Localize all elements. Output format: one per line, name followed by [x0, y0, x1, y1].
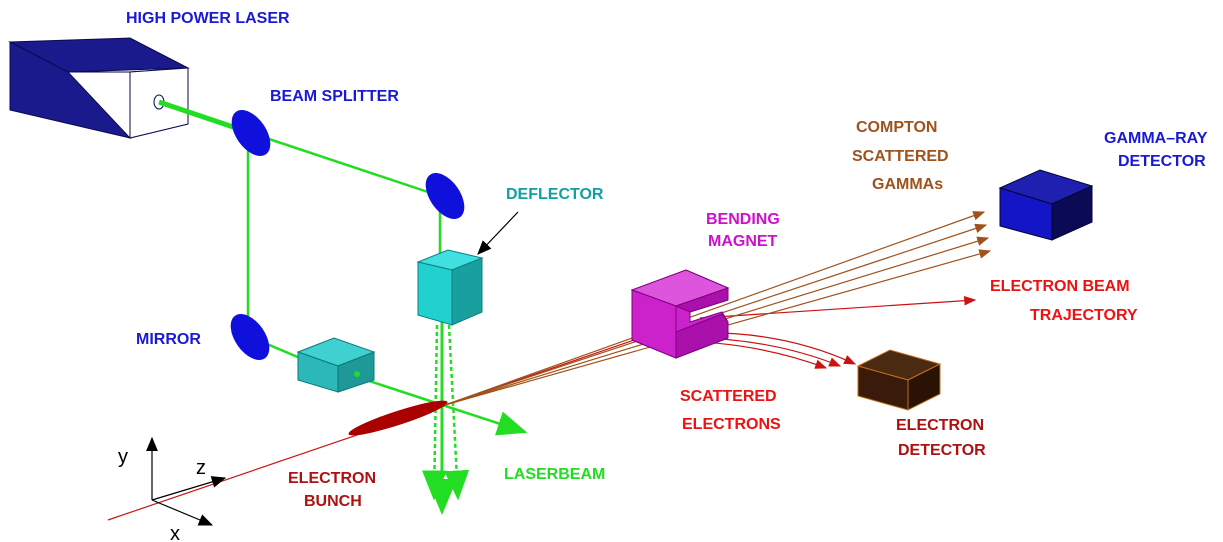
label-axis-x: x [170, 523, 180, 542]
telescope-box [296, 337, 376, 393]
label-electron-bunch-line1: ELECTRON [288, 470, 376, 487]
label-beam-splitter: BEAM SPLITTER [270, 88, 399, 105]
beam-splitter-optic [231, 110, 271, 156]
label-axis-y: y [118, 446, 128, 468]
label-electron-bunch-line2: BUNCH [304, 493, 362, 510]
label-compton-line2: SCATTERED [852, 148, 949, 165]
label-bending-magnet-line2: MAGNET [708, 233, 778, 250]
label-laserbeam: LASERBEAM [504, 466, 605, 483]
top-right-mirror [425, 173, 465, 219]
label-electron-detector-line1: ELECTRON [896, 417, 984, 434]
label-high-power-laser: HIGH POWER LASER [126, 10, 290, 27]
deflector-pointer-arrow [477, 211, 519, 255]
deflector-cube [416, 249, 484, 326]
mirror-optic [230, 314, 270, 360]
electron-detector [856, 349, 942, 411]
label-electron-beam-line2: TRAJECTORY [1030, 307, 1138, 324]
label-compton-line1: COMPTON [856, 119, 937, 136]
label-deflector: DEFLECTOR [506, 186, 604, 203]
coordinate-axes [146, 436, 227, 526]
label-scattered-electrons-line2: ELECTRONS [682, 416, 781, 433]
label-gamma-detector-line1: GAMMA–RAY [1104, 130, 1208, 147]
label-electron-beam-line1: ELECTRON BEAM [990, 278, 1130, 295]
bending-magnet [630, 269, 730, 359]
label-compton-line3: GAMMAs [872, 176, 943, 193]
label-scattered-electrons-line1: SCATTERED [680, 388, 777, 405]
label-bending-magnet-line1: BENDING [706, 211, 780, 228]
electron-bunch [348, 400, 448, 436]
label-axis-z: z [196, 457, 206, 479]
label-mirror: MIRROR [136, 331, 201, 348]
label-electron-detector-line2: DETECTOR [898, 442, 986, 459]
gamma-ray-detector [998, 169, 1094, 241]
high-power-laser [8, 37, 190, 139]
label-gamma-detector-line2: DETECTOR [1118, 153, 1206, 170]
